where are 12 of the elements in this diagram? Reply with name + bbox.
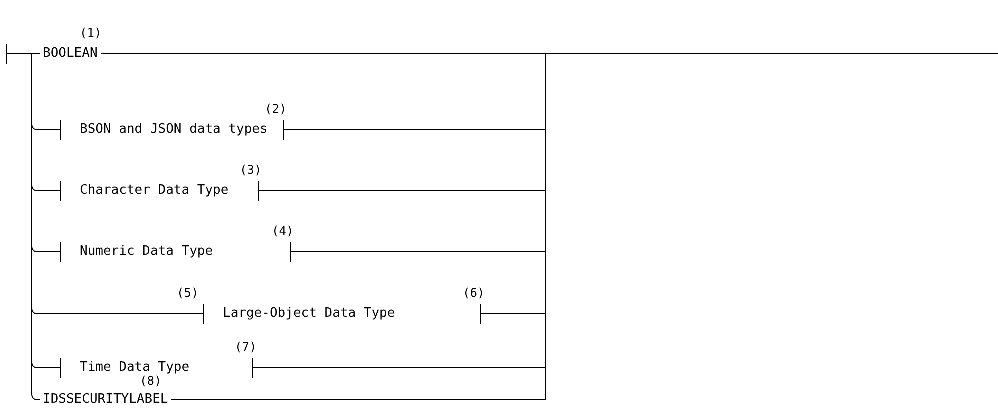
footnote-mark: (5)	[177, 287, 199, 300]
footnote-mark: (8)	[140, 375, 162, 388]
footnote-mark: (6)	[463, 287, 485, 300]
syntax-fragment: Numeric Data Type	[60, 242, 291, 262]
syntax-fragment: BSON and JSON data types	[60, 120, 284, 140]
footnote-mark: (2)	[265, 103, 287, 116]
footnote-mark: (7)	[235, 341, 257, 354]
syntax-fragment: Character Data Type	[60, 181, 259, 201]
footnote-mark: (4)	[272, 225, 294, 238]
syntax-fragment: Large-Object Data Type	[203, 304, 481, 324]
footnote-mark: (1)	[80, 27, 102, 40]
footnote-mark: (3)	[240, 164, 262, 177]
